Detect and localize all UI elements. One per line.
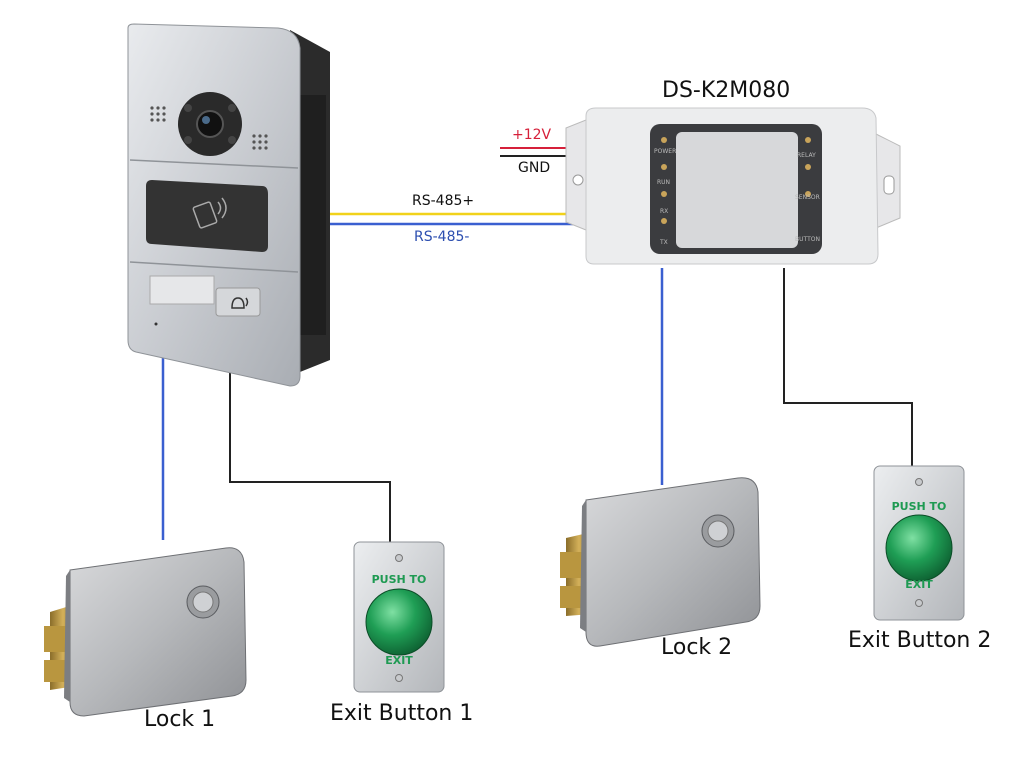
wire-exit2 — [783, 268, 913, 468]
label-gnd: GND — [518, 160, 551, 176]
lock-1-image — [44, 547, 247, 717]
caption-exit-button-2: Exit Button 2 — [848, 628, 992, 653]
caption-lock-2: Lock 2 — [661, 635, 733, 660]
module-leds — [661, 137, 811, 224]
speaker-grille-right — [252, 134, 268, 150]
wires — [161, 147, 913, 545]
label-rs485-minus: RS-485- — [414, 229, 470, 245]
led-label-run: RUN — [657, 179, 670, 186]
module-title: DS-K2M080 — [662, 78, 791, 103]
caption-lock-1: Lock 1 — [144, 707, 216, 732]
lock-cylinder-1 — [186, 585, 220, 619]
camera-icon — [178, 92, 242, 156]
led-label-sensor: SENSOR — [795, 194, 820, 201]
green-push-button-1[interactable] — [365, 588, 433, 656]
push-to-text-2: PUSH TO — [892, 500, 947, 513]
led-label-power: POWER — [654, 148, 676, 155]
door-station — [127, 23, 330, 387]
bell-icon — [231, 297, 249, 309]
card-reader-icon — [192, 197, 227, 229]
led-label-relay: RELAY — [797, 152, 816, 159]
label-rs485-plus: RS-485+ — [412, 193, 475, 209]
led-label-tx: TX — [659, 239, 668, 246]
green-push-button-2[interactable] — [885, 514, 953, 582]
call-button[interactable] — [215, 287, 261, 317]
exit-button-1-image: PUSH TO EXIT — [353, 541, 445, 693]
push-to-text-1: PUSH TO — [372, 573, 427, 586]
exit-text-2: EXIT — [905, 578, 933, 591]
exit-text-1: EXIT — [385, 654, 413, 667]
led-label-rx: RX — [660, 208, 668, 215]
lock-2-image — [560, 477, 761, 647]
exit-button-2-image: PUSH TO EXIT — [873, 465, 965, 621]
lock-cylinder-2 — [701, 514, 735, 548]
speaker-grille-left — [150, 106, 166, 122]
wire-exit1 — [229, 372, 391, 545]
name-plate — [149, 275, 215, 305]
caption-exit-button-1: Exit Button 1 — [330, 701, 474, 726]
led-label-button: BUTTON — [795, 236, 820, 243]
label-plus12v: +12V — [512, 127, 552, 143]
card-reader — [146, 180, 268, 252]
access-control-module: POWER RUN RX TX RELAY SENSOR BUTTON — [565, 107, 901, 265]
